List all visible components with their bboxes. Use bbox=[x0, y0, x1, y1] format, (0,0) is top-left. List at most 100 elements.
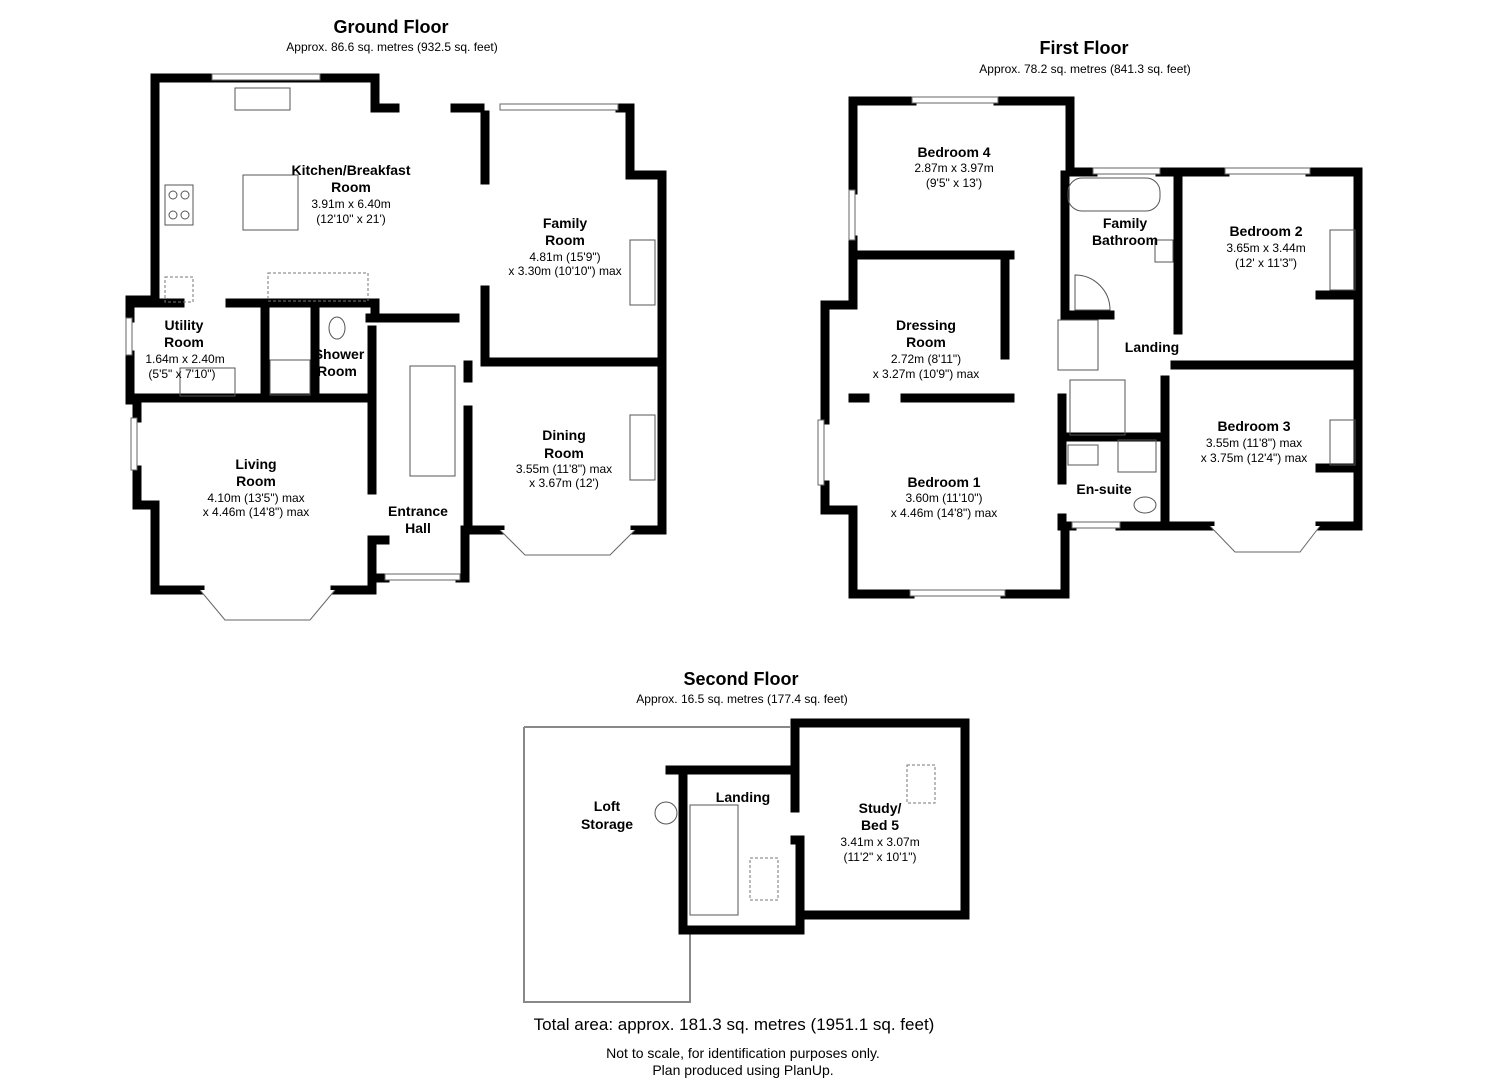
room-name: Bed 5 bbox=[861, 817, 899, 833]
room-family-bathroom: Family Bathroom bbox=[1092, 215, 1158, 248]
toilet-icon bbox=[1133, 496, 1157, 514]
basin-icon bbox=[1154, 239, 1174, 263]
room-name: Shower bbox=[314, 346, 365, 362]
kitchen-island bbox=[242, 174, 299, 231]
room-bedroom-4: Bedroom 4 2.87m x 3.97m (9'5" x 13') bbox=[914, 144, 993, 190]
room-entrance-hall: Entrance Hall bbox=[388, 503, 448, 536]
room-name: Bathroom bbox=[1092, 232, 1158, 248]
room-utility: Utility Room 1.64m x 2.40m (5'5" x 7'10"… bbox=[145, 317, 224, 381]
room-living: Living Room 4.10m (13'5") max x 4.46m (1… bbox=[203, 456, 310, 519]
room-name: Loft bbox=[594, 798, 621, 814]
room-dimensions: x 4.46m (14'8") max bbox=[203, 505, 310, 519]
room-name: Family bbox=[1103, 215, 1148, 231]
room-name: Hall bbox=[405, 520, 431, 536]
room-name: Dining bbox=[542, 427, 586, 443]
room-bedroom-3: Bedroom 3 3.55m (11'8") max x 3.75m (12'… bbox=[1201, 418, 1308, 465]
room-dimensions: 2.87m x 3.97m bbox=[914, 161, 993, 175]
room-name: Bedroom 2 bbox=[1229, 223, 1302, 239]
room-name: Storage bbox=[581, 816, 633, 832]
room-name: Room bbox=[164, 334, 204, 350]
room-dimensions: 3.60m (11'10") bbox=[905, 491, 982, 505]
first-floor-area: Approx. 78.2 sq. metres (841.3 sq. feet) bbox=[979, 62, 1190, 76]
room-dimensions: (11'2" x 10'1") bbox=[844, 850, 917, 864]
shower-tray-icon bbox=[1117, 439, 1157, 473]
room-name: Kitchen/Breakfast bbox=[291, 162, 410, 178]
room-family: Family Room 4.81m (15'9") x 3.30m (10'10… bbox=[508, 215, 621, 278]
ground-floor: Ground Floor Approx. 86.6 sq. metres (93… bbox=[125, 17, 667, 621]
second-floor-title: Second Floor bbox=[683, 669, 798, 689]
first-floor-title: First Floor bbox=[1040, 38, 1129, 58]
bath-icon bbox=[1067, 177, 1161, 212]
staircase bbox=[1057, 319, 1099, 371]
second-floor-fixtures bbox=[654, 764, 936, 916]
second-floor-area: Approx. 16.5 sq. metres (177.4 sq. feet) bbox=[636, 692, 847, 706]
room-dining: Dining Room 3.55m (11'8") max x 3.67m (1… bbox=[516, 427, 612, 490]
room-name: Room bbox=[236, 473, 276, 489]
ground-floor-windows bbox=[125, 73, 636, 621]
room-name: Room bbox=[545, 232, 585, 248]
room-loft-storage: Loft Storage bbox=[581, 798, 633, 832]
room-name: Dressing bbox=[896, 317, 956, 333]
room-dimensions: x 4.46m (14'8") max bbox=[891, 506, 998, 520]
room-dimensions: (5'5" x 7'10") bbox=[148, 367, 215, 381]
disclaimer: Not to scale, for identification purpose… bbox=[606, 1045, 880, 1061]
first-floor-windows bbox=[817, 96, 1321, 597]
room-dimensions: (12'10" x 21') bbox=[316, 212, 386, 226]
toilet-icon bbox=[328, 316, 346, 340]
room-study-bed-5: Study/ Bed 5 3.41m x 3.07m (11'2" x 10'1… bbox=[840, 800, 919, 864]
room-name: Room bbox=[317, 363, 357, 379]
room-name: Utility bbox=[165, 317, 204, 333]
ground-floor-title: Ground Floor bbox=[334, 17, 449, 37]
room-name: Bedroom 4 bbox=[917, 144, 990, 160]
sink-icon bbox=[234, 87, 291, 111]
room-dimensions: 4.10m (13'5") max bbox=[207, 491, 304, 505]
first-floor-fixtures bbox=[1057, 177, 1356, 514]
room-name: Study/ bbox=[859, 800, 902, 816]
room-bedroom-2: Bedroom 2 3.65m x 3.44m (12' x 11'3") bbox=[1226, 223, 1305, 270]
second-floor: Second Floor Approx. 16.5 sq. metres (17… bbox=[523, 669, 970, 1003]
room-dimensions: x 3.67m (12') bbox=[529, 476, 599, 490]
first-floor-walls bbox=[820, 96, 1363, 599]
room-name: Entrance bbox=[388, 503, 448, 519]
room-en-suite: En-suite bbox=[1076, 481, 1131, 497]
room-name: Room bbox=[906, 334, 946, 350]
room-name: En-suite bbox=[1076, 481, 1131, 497]
ground-floor-walls bbox=[125, 73, 667, 595]
room-dimensions: 3.91m x 6.40m bbox=[311, 197, 390, 211]
staircase bbox=[409, 365, 456, 477]
room-dimensions: (12' x 11'3") bbox=[1235, 256, 1297, 270]
room-dimensions: 3.55m (11'8") max bbox=[516, 462, 612, 476]
room-name: Living bbox=[235, 456, 276, 472]
room-dimensions: 3.41m x 3.07m bbox=[840, 835, 919, 849]
room-dimensions: 3.55m (11'8") max bbox=[1206, 436, 1302, 450]
ground-floor-area: Approx. 86.6 sq. metres (932.5 sq. feet) bbox=[286, 40, 497, 54]
total-area: Total area: approx. 181.3 sq. metres (19… bbox=[534, 1015, 935, 1034]
staircase bbox=[689, 804, 739, 916]
credit: Plan produced using PlanUp. bbox=[652, 1062, 833, 1078]
first-floor: First Floor Approx. 78.2 sq. metres (841… bbox=[817, 38, 1363, 599]
room-name: Room bbox=[544, 445, 584, 461]
room-kitchen-breakfast: Kitchen/Breakfast Room 3.91m x 6.40m (12… bbox=[291, 162, 410, 226]
room-dimensions: x 3.27m (10'9") max bbox=[873, 367, 980, 381]
footer: Total area: approx. 181.3 sq. metres (19… bbox=[534, 1015, 935, 1078]
room-dimensions: 4.81m (15'9") bbox=[529, 250, 600, 264]
room-dimensions: x 3.30m (10'10") max bbox=[508, 264, 621, 278]
shower-tray-icon bbox=[269, 359, 311, 396]
room-dimensions: 2.72m (8'11") bbox=[891, 352, 961, 366]
room-second-landing: Landing bbox=[716, 789, 770, 805]
room-dimensions: 3.65m x 3.44m bbox=[1226, 241, 1305, 255]
room-name: Family bbox=[543, 215, 588, 231]
room-dressing: Dressing Room 2.72m (8'11") x 3.27m (10'… bbox=[873, 317, 980, 381]
room-name: Bedroom 3 bbox=[1217, 418, 1290, 434]
room-name: Bedroom 1 bbox=[907, 474, 980, 490]
room-shower: Shower Room bbox=[314, 346, 365, 379]
room-name: Landing bbox=[716, 789, 770, 805]
ground-floor-fixtures bbox=[164, 87, 656, 481]
room-dimensions: (9'5" x 13') bbox=[926, 176, 982, 190]
room-landing: Landing bbox=[1125, 339, 1179, 355]
room-dimensions: x 3.75m (12'4") max bbox=[1201, 451, 1308, 465]
room-name: Room bbox=[331, 179, 371, 195]
room-name: Landing bbox=[1125, 339, 1179, 355]
shower-icon bbox=[1074, 274, 1111, 311]
